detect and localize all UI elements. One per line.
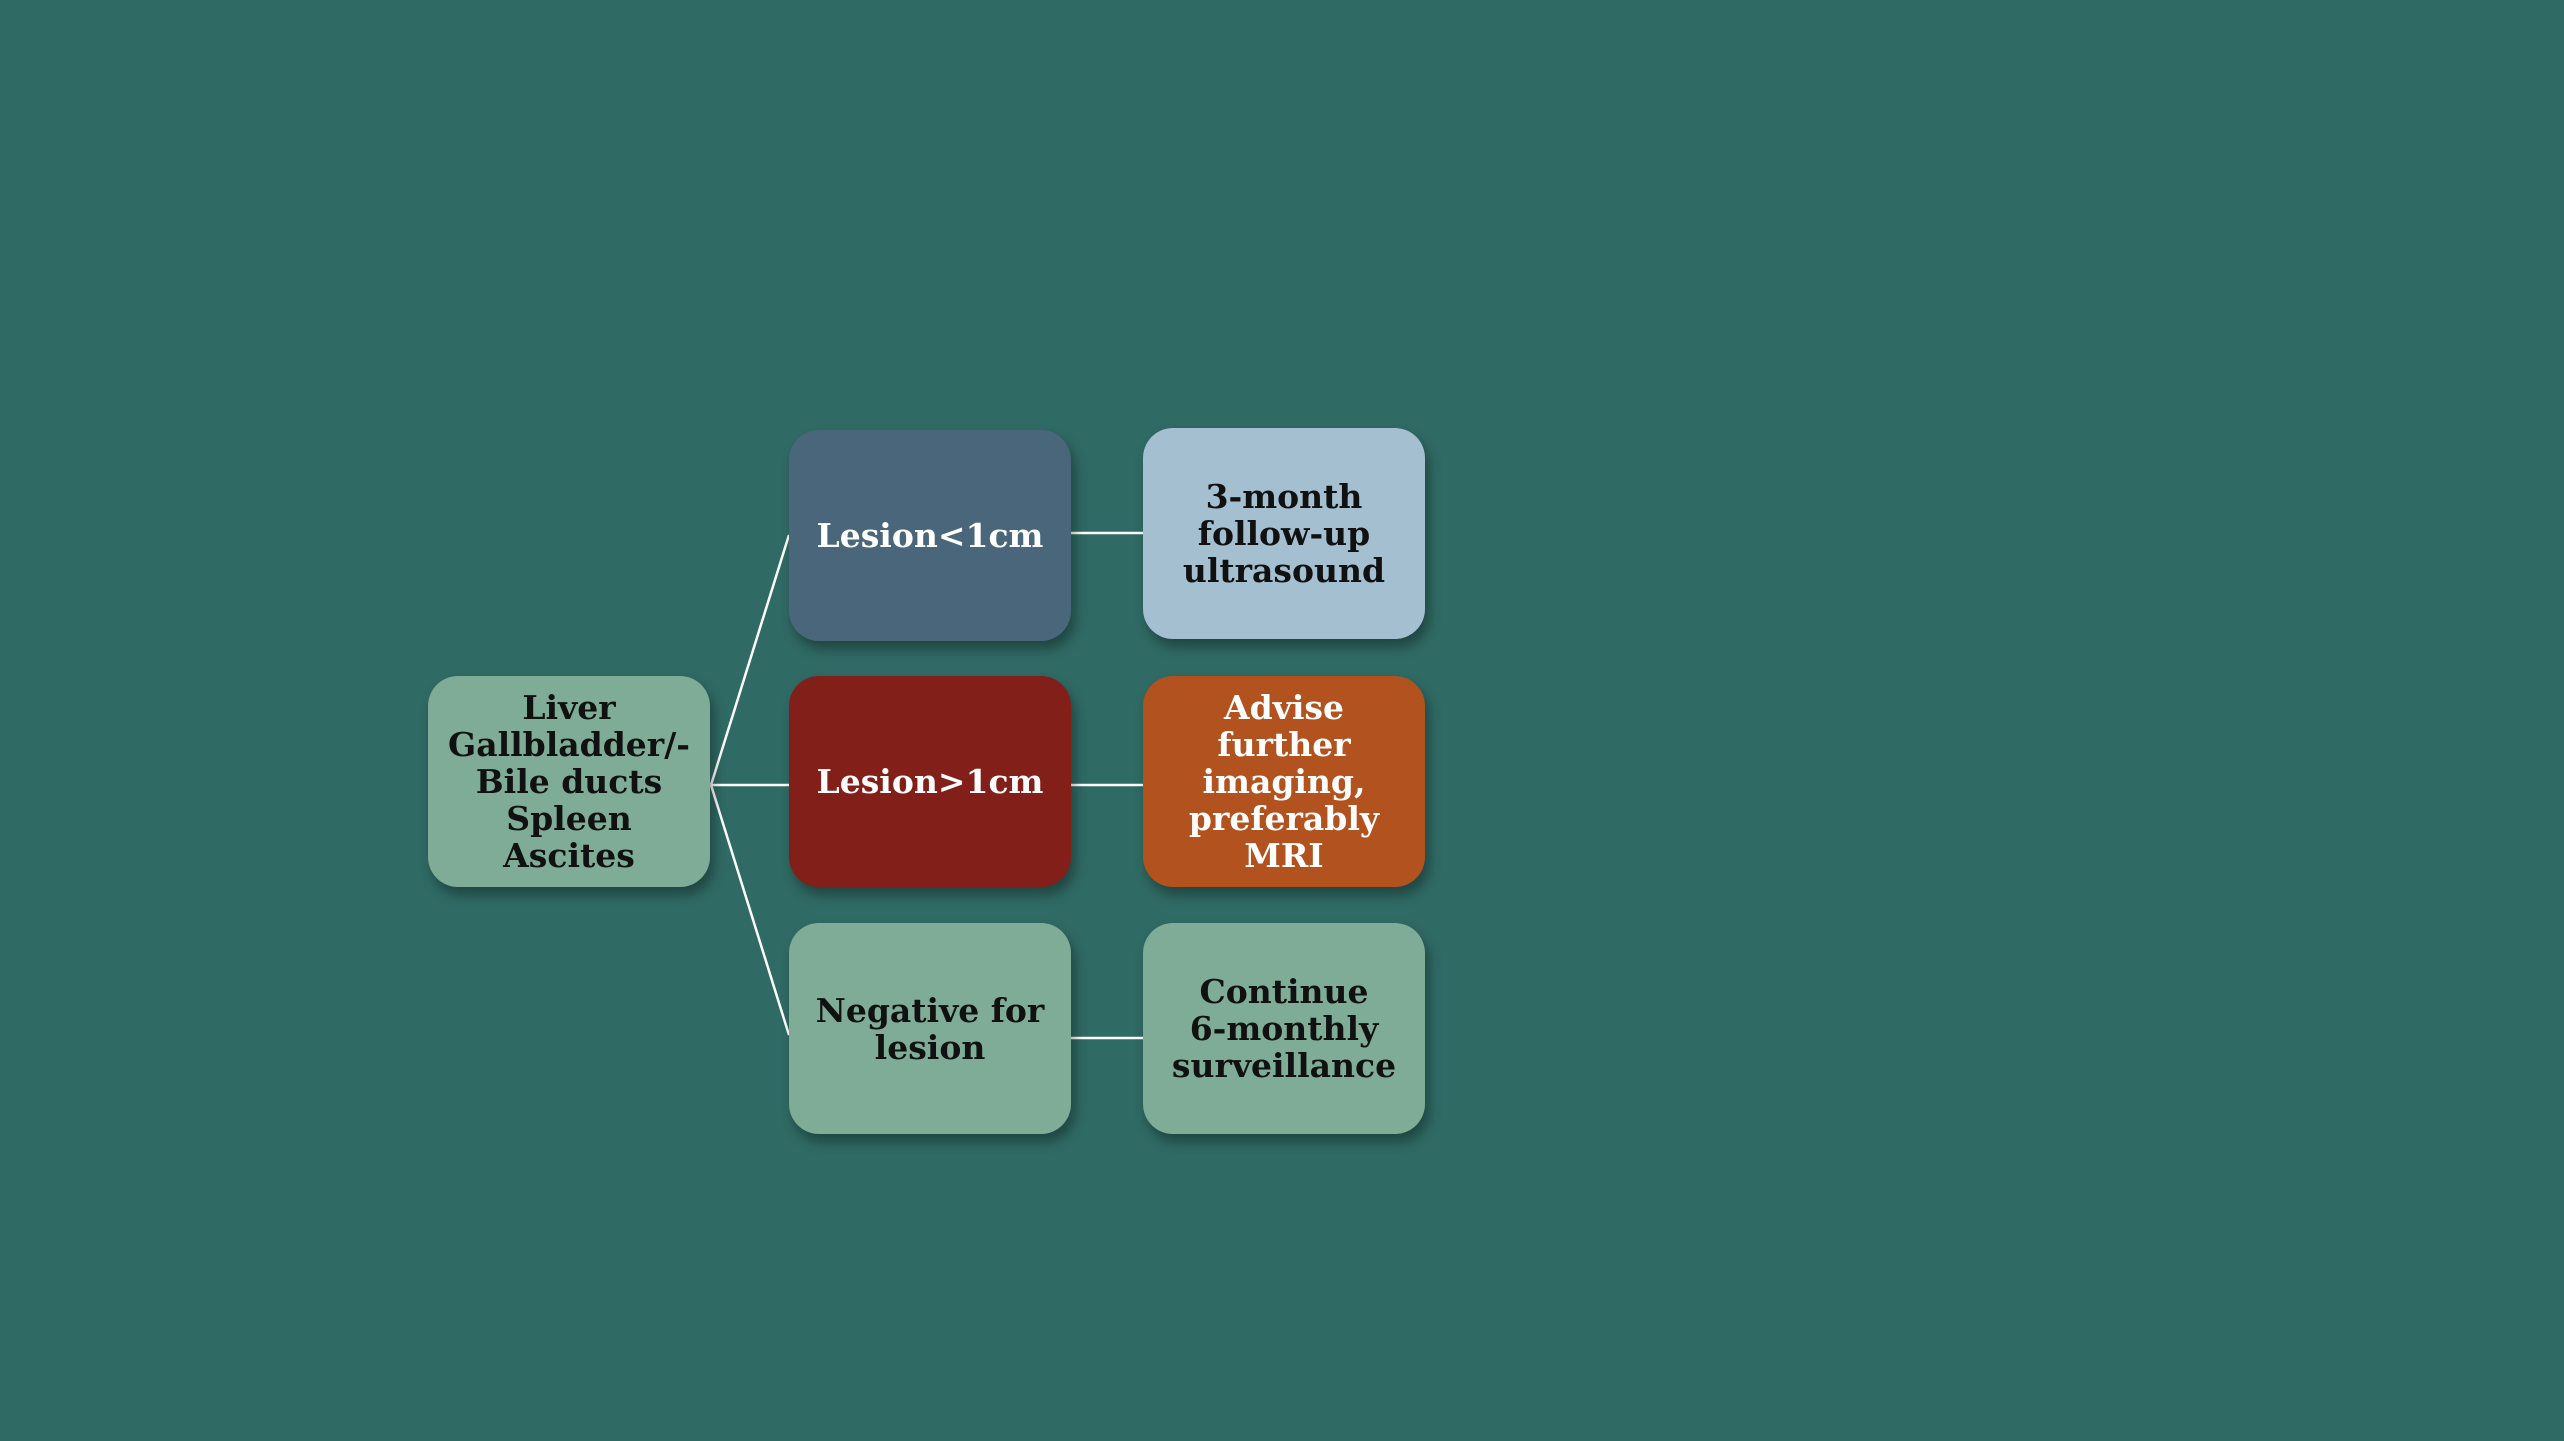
- action-node-imaging: Advise further imaging, preferably MRI: [1143, 676, 1425, 887]
- finding-negative-line-2: lesion: [874, 1027, 986, 1067]
- connector-root-to-negative: [709, 784, 791, 1036]
- root-node: Liver Gallbladder/- Bile ducts Spleen As…: [428, 676, 710, 887]
- action-node-imaging-label: Advise further imaging, preferably MRI: [1159, 689, 1409, 874]
- finding-node-lesion-small-label: Lesion<1cm: [817, 517, 1044, 554]
- finding-lesion-large-line: Lesion>1cm: [816, 762, 1044, 801]
- finding-node-lesion-small: Lesion<1cm: [789, 430, 1071, 641]
- action-followup-line-3: ultrasound: [1182, 551, 1386, 590]
- root-line-liver: Liver: [522, 688, 616, 727]
- action-followup-line-2: follow-up: [1197, 514, 1371, 553]
- action-node-continue: Continue 6-monthly surveillance: [1143, 923, 1425, 1134]
- action-node-continue-label: Continue 6-monthly surveillance: [1172, 973, 1396, 1084]
- action-imaging-line-3: preferably MRI: [1188, 799, 1380, 875]
- action-continue-line-2: 6-monthly: [1189, 1009, 1379, 1048]
- action-imaging-line-2: imaging,: [1202, 762, 1366, 801]
- finding-negative-line-1: Negative for: [815, 990, 1045, 1030]
- root-line-ascites: Ascites: [503, 836, 635, 875]
- root-node-label: Liver Gallbladder/- Bile ducts Spleen As…: [448, 689, 690, 874]
- connector-root-to-lesion-small: [709, 534, 791, 786]
- root-line-bile-ducts: Bile ducts: [475, 762, 663, 801]
- action-node-followup-label: 3-month follow-up ultrasound: [1183, 478, 1385, 589]
- root-line-gallbladder: Gallbladder/-: [448, 725, 690, 764]
- finding-node-negative: Negative for lesion: [789, 923, 1071, 1134]
- action-continue-line-1: Continue: [1199, 972, 1369, 1011]
- root-line-spleen: Spleen: [506, 799, 632, 838]
- action-continue-line-3: surveillance: [1171, 1046, 1397, 1085]
- action-node-followup: 3-month follow-up ultrasound: [1143, 428, 1425, 639]
- finding-node-lesion-large: Lesion>1cm: [789, 676, 1071, 887]
- action-followup-line-1: 3-month: [1205, 477, 1363, 516]
- finding-lesion-small-line: Lesion<1cm: [816, 516, 1044, 555]
- action-imaging-line-1: Advise further: [1217, 688, 1351, 764]
- finding-node-lesion-large-label: Lesion>1cm: [817, 763, 1044, 800]
- finding-node-negative-label: Negative for lesion: [816, 992, 1045, 1066]
